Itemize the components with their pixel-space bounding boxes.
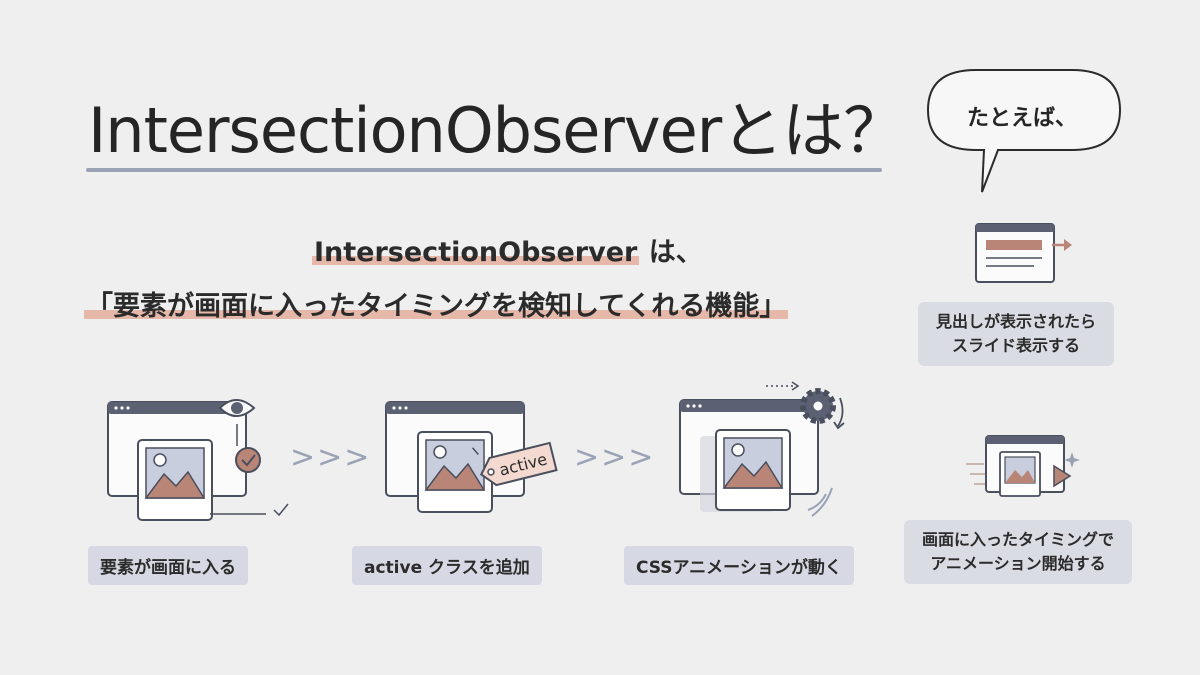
example-2-line-1: 画面に入ったタイミングで [921, 530, 1114, 549]
example-1-illustration [975, 223, 1072, 283]
play-icon [1053, 464, 1072, 488]
small-check-icon [273, 503, 289, 517]
definition-line-2: 「要素が画面に入ったタイミングを検知してくれる機能」 [84, 284, 789, 323]
example-1-label: 見出しが表示されたら スライド表示する [918, 302, 1114, 366]
step-3-label: CSSアニメーションが動く [624, 546, 854, 585]
example-1-line-1: 見出しが表示されたら [935, 312, 1096, 331]
image-card-icon [715, 429, 791, 511]
example-2-label: 画面に入ったタイミングで アニメーション開始する [904, 520, 1132, 584]
step-3-illustration [679, 381, 845, 517]
step-2-label: active クラスを追加 [352, 546, 542, 585]
bubble-text: たとえば、 [966, 106, 1077, 131]
chevrons-2: >>> [574, 440, 656, 475]
definition-suffix: は、 [639, 237, 703, 268]
image-card-icon [417, 431, 493, 513]
definition-term: IntersectionObserver [312, 237, 640, 268]
sparkle-icon [1064, 452, 1080, 468]
eye-icon [218, 399, 256, 446]
check-circle-icon [235, 447, 261, 473]
gear-icon [800, 388, 845, 430]
step-1-label: 要素が画面に入る [88, 546, 248, 585]
example-2-line-2: アニメーション開始する [930, 554, 1106, 573]
slide-arrow-icon [1052, 239, 1072, 251]
definition-line-1: IntersectionObserver は、 [312, 230, 703, 269]
step-1-illustration [107, 399, 289, 521]
tag-icon: active [471, 441, 558, 487]
example-1-line-2: スライド表示する [951, 336, 1080, 355]
title-underline [86, 168, 882, 172]
image-card-icon [137, 439, 213, 521]
definition-text: 「要素が画面に入ったタイミングを検知してくれる機能」 [84, 291, 789, 322]
step-2-illustration: active [385, 401, 558, 513]
chevrons-1: >>> [290, 440, 372, 475]
example-2-illustration [966, 435, 1080, 497]
page-title: IntersectionObserverとは？ [88, 94, 905, 167]
speech-bubble [926, 69, 1122, 193]
